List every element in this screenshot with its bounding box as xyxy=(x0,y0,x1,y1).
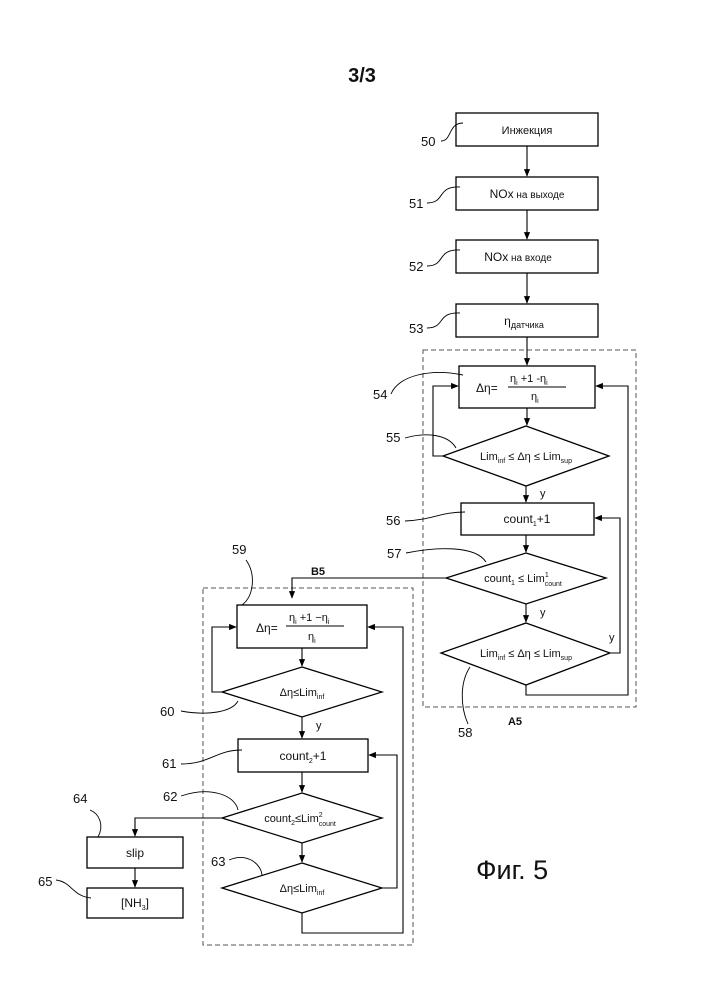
block-50-label: Инжекция xyxy=(502,125,553,137)
ref-60: 60 xyxy=(160,704,174,719)
leader-58 xyxy=(462,667,470,724)
leader-55 xyxy=(405,435,456,448)
group-a5-label: A5 xyxy=(508,716,522,728)
arrow-60-no-loop xyxy=(212,627,236,692)
leader-51 xyxy=(427,187,460,203)
ref-58: 58 xyxy=(458,725,472,740)
figure-caption: Фиг. 5 xyxy=(476,855,548,885)
arrow-62-to-slip xyxy=(135,818,222,836)
leader-56 xyxy=(405,512,465,521)
leader-65 xyxy=(56,880,91,898)
branch-57-yes: y xyxy=(540,607,546,619)
leader-59 xyxy=(242,560,252,605)
ref-61: 61 xyxy=(162,756,176,771)
block-55-label: Liminf ≤ Δη ≤ Limsup xyxy=(480,451,572,465)
block-54-numerator: ηi +1 -ηi xyxy=(510,373,548,387)
leader-57 xyxy=(406,549,486,562)
block-58-label: Liminf ≤ Δη ≤ Limsup xyxy=(480,648,572,662)
block-64-label: slip xyxy=(126,846,144,860)
ref-54: 54 xyxy=(373,387,387,402)
leader-54 xyxy=(391,372,463,394)
branch-60-yes: y xyxy=(316,720,322,732)
leader-62 xyxy=(181,792,238,810)
leader-61 xyxy=(181,750,242,764)
block-61-label: count2+1 xyxy=(280,749,327,765)
branch-58-yes: y xyxy=(609,632,615,644)
ref-51: 51 xyxy=(409,196,423,211)
block-65-label: [NH3] xyxy=(121,896,149,912)
leader-64 xyxy=(90,810,101,837)
page-number: 3/3 xyxy=(348,65,376,87)
block-54-lhs: Δη= xyxy=(476,381,498,395)
leader-53 xyxy=(427,313,460,328)
leader-52 xyxy=(427,250,460,266)
ref-50: 50 xyxy=(421,134,435,149)
ref-57: 57 xyxy=(387,546,401,561)
ref-63: 63 xyxy=(211,854,225,869)
ref-59: 59 xyxy=(232,542,246,557)
leader-63 xyxy=(229,858,262,876)
branch-55-yes: y xyxy=(540,488,546,500)
block-51-label: NOx на выходе xyxy=(490,187,565,201)
group-b5-label: B5 xyxy=(311,566,325,578)
block-52-label: NOx на входе xyxy=(484,250,552,264)
ref-53: 53 xyxy=(409,321,423,336)
ref-64: 64 xyxy=(73,791,87,806)
block-59-lhs: Δη= xyxy=(256,621,278,635)
block-56-label: count1+1 xyxy=(504,512,551,528)
arrow-58-yes-loop xyxy=(595,518,620,653)
ref-62: 62 xyxy=(163,789,177,804)
ref-65: 65 xyxy=(38,874,52,889)
leader-60 xyxy=(181,701,238,713)
ref-56: 56 xyxy=(386,513,400,528)
ref-52: 52 xyxy=(409,259,423,274)
ref-55: 55 xyxy=(386,430,400,445)
arrow-63-loop-61 xyxy=(369,755,397,888)
